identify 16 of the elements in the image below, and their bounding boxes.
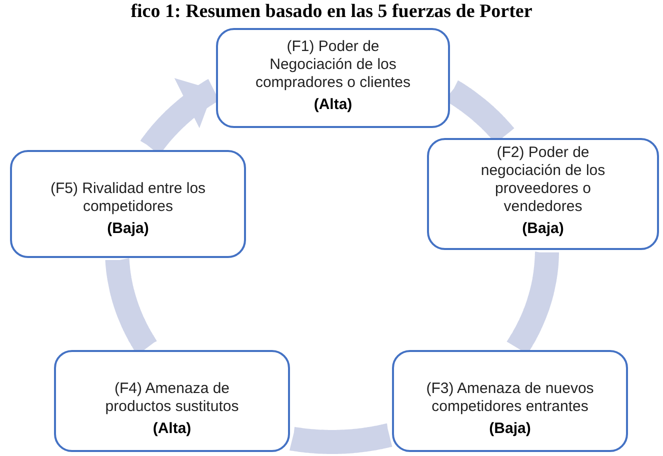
force-description: (F5) Rivalidad entre los competidores — [49, 180, 207, 216]
process-box — [427, 138, 659, 250]
rating-text: (Baja) — [107, 220, 149, 238]
force-description: (F4) Amenaza de productos sustitutos — [104, 380, 240, 416]
rating-text: (Baja) — [489, 420, 531, 438]
rating-text: (Alta) — [314, 96, 352, 114]
process-box — [392, 350, 628, 452]
rating-text: (Baja) — [522, 220, 564, 238]
force-description: (F1) Poder de Negociación de los compradores o clientes — [254, 38, 412, 92]
process-box — [54, 350, 290, 452]
process-box — [10, 150, 246, 258]
rating-text: (Alta) — [152, 420, 192, 438]
force-description: (F3) Amenaza de nuevos competidores entrantes — [425, 380, 595, 416]
diagram-title: fico 1: Resumen basado en las 5 fuerzas de Porter — [130, 0, 534, 24]
process-box — [216, 28, 450, 128]
force-description: (F2) Poder de negociación de los proveedores o vendedores — [480, 144, 606, 216]
